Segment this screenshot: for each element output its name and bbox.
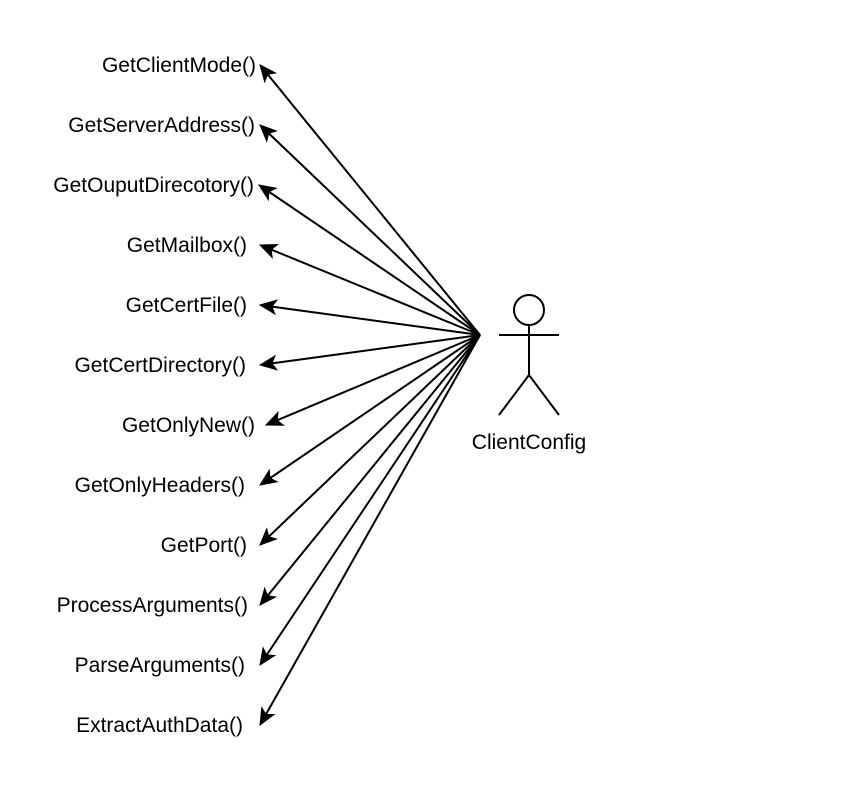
association-line-get-only-headers <box>269 334 481 480</box>
method-labels: GetClientMode() GetServerAddress() GetOupu… <box>53 54 256 737</box>
association-line-get-ouput-direcotory <box>268 190 481 336</box>
actor-right-leg <box>528 374 560 416</box>
arrow-head-get-cert-directory <box>258 354 279 371</box>
method-parse-arguments[interactable]: ParseArguments() <box>75 654 245 677</box>
arrow-head-get-port <box>259 527 278 546</box>
association-line-get-cert-file <box>271 305 481 336</box>
arrow-head-get-client-mode <box>259 64 278 84</box>
arrow-head-get-cert-file <box>258 299 279 316</box>
method-get-mailbox[interactable]: GetMailbox() <box>127 234 247 257</box>
method-get-cert-file[interactable]: GetCertFile() <box>126 294 247 317</box>
arrow-head-get-only-new <box>264 410 285 426</box>
association-line-get-client-mode <box>266 73 481 336</box>
method-get-port[interactable]: GetPort() <box>161 534 247 557</box>
association-line-process-arguments <box>266 334 481 597</box>
actor-label: ClientConfig <box>472 431 586 454</box>
arrow-head-process-arguments <box>259 586 278 606</box>
method-get-cert-directory[interactable]: GetCertDirectory() <box>74 354 246 377</box>
actor-client-config[interactable]: ClientConfig <box>472 294 586 454</box>
association-lines <box>257 64 481 727</box>
arrow-head-get-mailbox <box>258 244 279 259</box>
method-get-only-headers[interactable]: GetOnlyHeaders() <box>75 474 245 497</box>
actor-left-leg <box>498 374 530 416</box>
association-line-get-port <box>267 334 481 538</box>
method-get-server-address[interactable]: GetServerAddress() <box>68 114 255 137</box>
arrow-head-get-server-address <box>259 124 278 143</box>
method-get-client-mode[interactable]: GetClientMode() <box>102 54 256 77</box>
association-line-get-server-address <box>267 132 481 336</box>
arrow-head-get-ouput-direcotory <box>257 184 278 202</box>
association-line-get-cert-directory <box>271 334 481 365</box>
association-line-get-mailbox <box>270 248 481 336</box>
association-line-extract-auth-data <box>265 334 481 716</box>
arrow-head-extract-auth-data <box>259 706 276 727</box>
arrow-head-parse-arguments <box>259 646 277 667</box>
actor-head <box>513 294 545 326</box>
method-extract-auth-data[interactable]: ExtractAuthData() <box>76 714 243 737</box>
method-process-arguments[interactable]: ProcessArguments() <box>57 594 248 617</box>
association-line-get-only-new <box>276 334 481 422</box>
method-get-ouput-direcotory[interactable]: GetOuputDirecotory() <box>53 174 254 197</box>
association-line-parse-arguments <box>265 334 481 656</box>
arrow-head-get-only-headers <box>258 468 279 486</box>
method-get-only-new[interactable]: GetOnlyNew() <box>122 414 255 437</box>
